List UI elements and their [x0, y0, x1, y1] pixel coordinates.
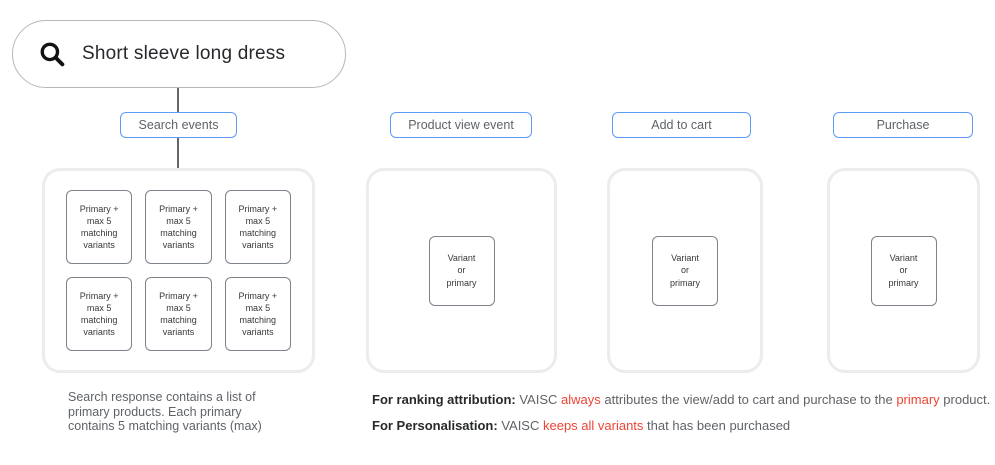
event-button-add-to-cart[interactable]: Add to cart [612, 112, 751, 138]
event-button-purchase[interactable]: Purchase [833, 112, 973, 138]
primary-variants-box: Primary + max 5 matching variants [66, 277, 133, 351]
search-events-panel: Primary + max 5 matching variants Primar… [42, 168, 315, 373]
event-button-product-view[interactable]: Product view event [390, 112, 532, 138]
primary-variants-box: Primary + max 5 matching variants [66, 190, 133, 264]
personalisation-label: For Personalisation: [372, 418, 498, 433]
primary-variants-box: Primary + max 5 matching variants [145, 277, 212, 351]
connector-button-to-panel [177, 138, 179, 168]
ranking-attribution-note: For ranking attribution: VAISC always at… [372, 392, 991, 407]
search-query-text: Short sleeve long dress [82, 43, 286, 64]
primary-variants-box: Primary + max 5 matching variants [224, 277, 291, 351]
event-button-search-events[interactable]: Search events [120, 112, 237, 138]
ranking-attribution-label: For ranking attribution: [372, 392, 516, 407]
primary-variants-box: Primary + max 5 matching variants [145, 190, 212, 264]
search-icon [37, 39, 67, 69]
variant-or-primary-box: Variant or primary [428, 235, 495, 306]
highlight-always: always [561, 392, 601, 407]
product-view-panel: Variant or primary [366, 168, 557, 373]
connector-search-to-button [177, 88, 179, 112]
personalisation-note: For Personalisation: VAISC keeps all var… [372, 418, 791, 433]
search-response-note: Search response contains a list of prima… [68, 390, 262, 433]
highlight-primary: primary [896, 392, 940, 407]
search-bar[interactable]: Short sleeve long dress [12, 20, 346, 88]
variant-or-primary-box: Variant or primary [652, 235, 718, 306]
primary-variants-box: Primary + max 5 matching variants [224, 190, 291, 264]
add-to-cart-panel: Variant or primary [607, 168, 763, 373]
purchase-panel: Variant or primary [827, 168, 980, 373]
highlight-keeps-all-variants: keeps all variants [542, 418, 644, 433]
variant-or-primary-box: Variant or primary [870, 235, 937, 306]
